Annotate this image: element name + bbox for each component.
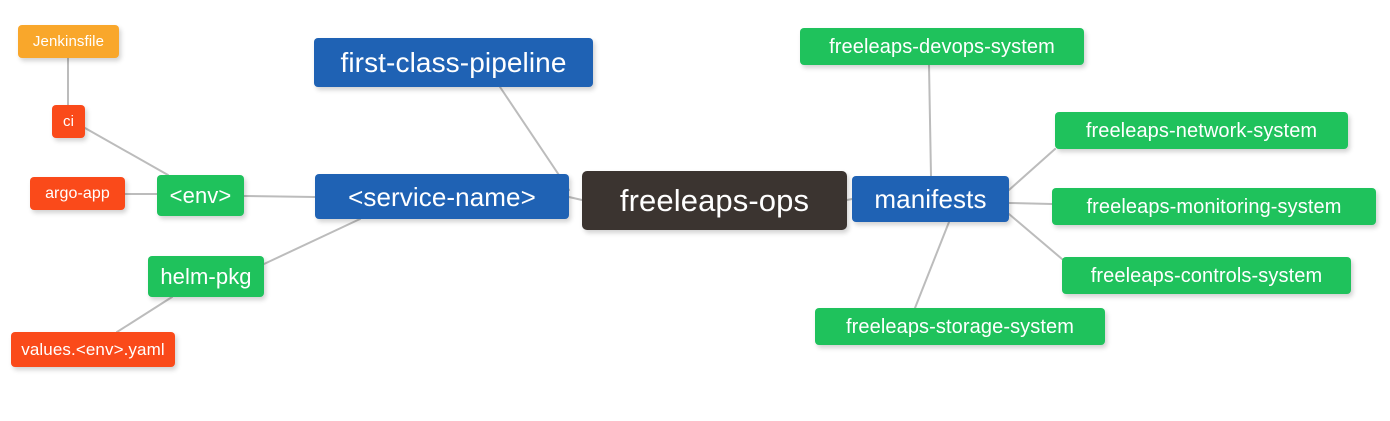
node-label: freeleaps-storage-system (845, 315, 1075, 338)
edge-e-service-env (243, 195, 316, 198)
node-argo-app[interactable]: argo-app (30, 177, 125, 210)
edge-e-root-service (568, 196, 583, 201)
edge-e-manifests-devops (928, 64, 932, 177)
node-freeleaps-storage-system[interactable]: freeleaps-storage-system (815, 308, 1105, 345)
node-freeleaps-ops[interactable]: freeleaps-ops (582, 171, 847, 230)
node-freeleaps-network-system[interactable]: freeleaps-network-system (1055, 112, 1348, 149)
node-first-class-pipeline[interactable]: first-class-pipeline (314, 38, 593, 87)
node-label: freeleaps-controls-system (1090, 264, 1323, 287)
node-label: <env> (169, 182, 232, 208)
node-label: Jenkinsfile (32, 33, 105, 50)
node-manifests[interactable]: manifests (852, 176, 1009, 222)
node-freeleaps-devops-system[interactable]: freeleaps-devops-system (800, 28, 1084, 65)
node-freeleaps-monitoring-system[interactable]: freeleaps-monitoring-system (1052, 188, 1376, 225)
edge-e-helm-values (116, 296, 173, 333)
node-label: freeleaps-ops (619, 183, 810, 218)
node-service-name[interactable]: <service-name> (315, 174, 569, 219)
node-label: argo-app (45, 184, 110, 202)
edge-e-manifests-monitor (1008, 202, 1053, 205)
edge-e-manifests-storage (914, 221, 950, 309)
node-label: manifests (874, 184, 987, 214)
node-label: <service-name> (348, 181, 536, 212)
edge-e-env-ci (84, 127, 169, 176)
node-label: freeleaps-network-system (1085, 119, 1318, 142)
node-label: values.<env>.yaml (21, 340, 165, 359)
node-ci[interactable]: ci (52, 105, 85, 138)
node-label: freeleaps-monitoring-system (1086, 195, 1342, 218)
node-label: first-class-pipeline (340, 46, 567, 78)
node-label: helm-pkg (160, 263, 252, 289)
node-freeleaps-controls-system[interactable]: freeleaps-controls-system (1062, 257, 1351, 294)
node-env[interactable]: <env> (157, 175, 244, 216)
node-helm-pkg[interactable]: helm-pkg (148, 256, 264, 297)
edge-e-manifests-network (1008, 148, 1056, 191)
node-jenkinsfile[interactable]: Jenkinsfile (18, 25, 119, 58)
node-values-env-yaml[interactable]: values.<env>.yaml (11, 332, 175, 367)
node-label: freeleaps-devops-system (829, 35, 1055, 58)
node-label: ci (62, 113, 75, 130)
edge-e-service-helm (263, 218, 361, 265)
